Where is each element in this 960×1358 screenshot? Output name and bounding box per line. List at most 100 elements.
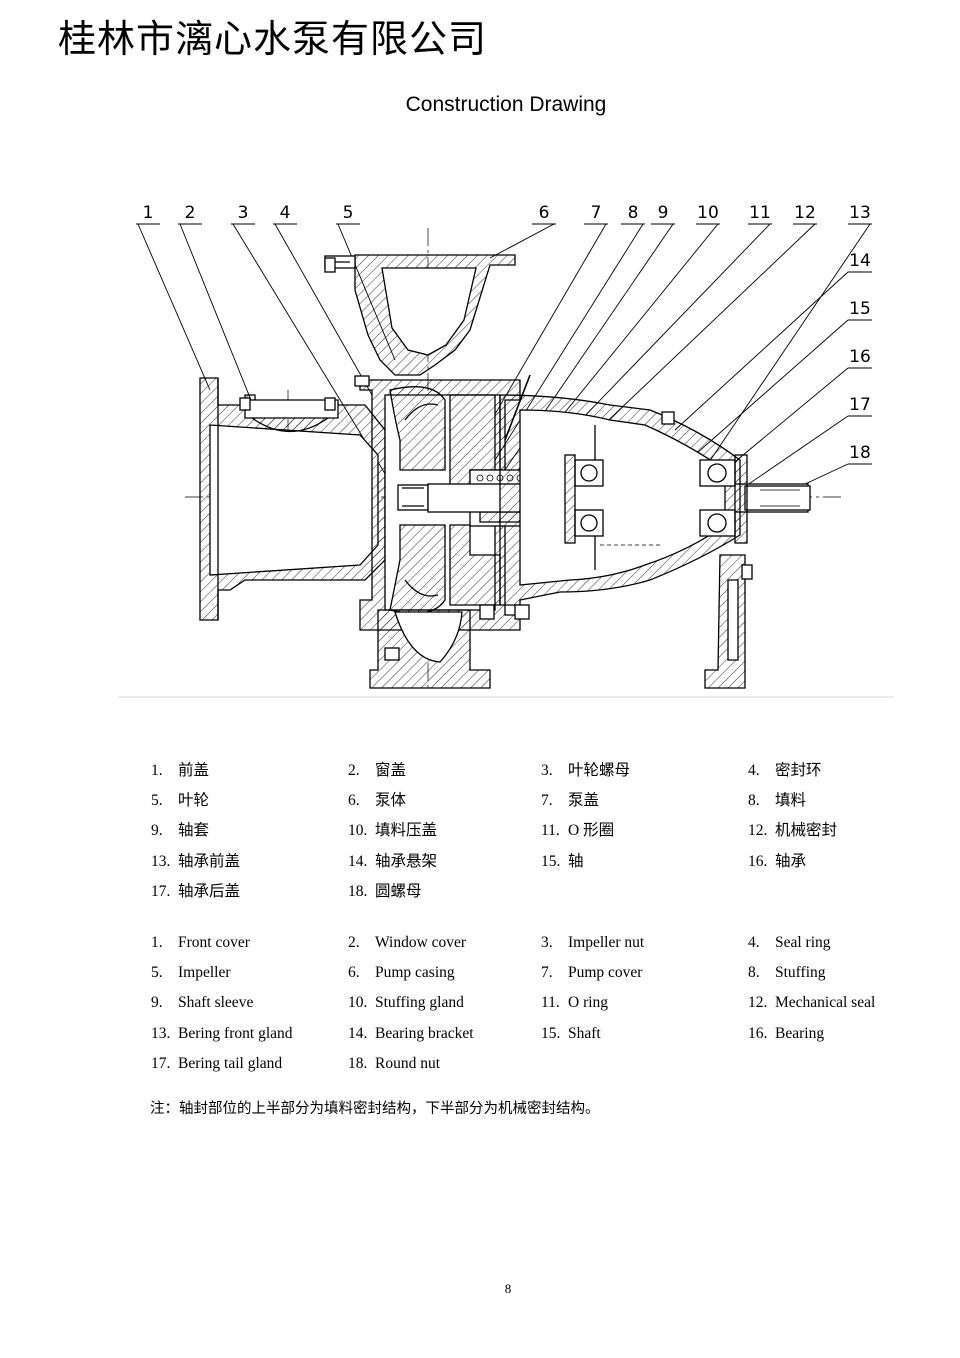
callout-18: 18 <box>849 443 871 463</box>
legend-cn-item-14: 14. 轴承悬架 <box>348 853 437 871</box>
callout-11: 11 <box>749 203 771 223</box>
legend-number: 11. <box>541 994 560 1012</box>
legend-en-item-5: 5.Impeller <box>151 964 231 982</box>
legend-en-item-7: 7.Pump cover <box>541 964 642 982</box>
legend-en-item-14: 14. Bearing bracket <box>348 1025 474 1043</box>
callout-7: 7 <box>591 203 602 223</box>
legend-number: 15. <box>541 852 561 870</box>
legend-number: 13. <box>151 852 171 870</box>
callout-15: 15 <box>849 299 871 319</box>
legend-en-item-15: 15.Shaft <box>541 1025 601 1043</box>
legend-text: Seal ring <box>775 934 831 951</box>
legend-en-item-17: 17. Bering tail gland <box>151 1055 282 1073</box>
legend-text: Stuffing gland <box>375 994 464 1012</box>
callout-10: 10 <box>697 203 719 223</box>
legend-text: 圆螺母 <box>375 882 422 900</box>
note: 注：轴封部位的上半部分为填料密封结构，下半部分为机械密封结构。 <box>150 1101 600 1117</box>
legend-text: O 形圈 <box>568 822 615 840</box>
legend-text: Shaft sleeve <box>178 994 254 1012</box>
leader-line-2 <box>178 223 256 411</box>
legend-number: 4. <box>748 934 760 951</box>
legend-cn-item-11: 11. O 形圈 <box>541 822 614 840</box>
legend-text: 填料 <box>775 792 807 810</box>
leader-line-14 <box>674 271 872 431</box>
leader-line-4 <box>273 223 373 396</box>
leader-line-1 <box>136 223 211 391</box>
legend-en-item-2: 2.Window cover <box>348 934 466 952</box>
legend-text: 窗盖 <box>375 762 407 779</box>
legend-text: 轴承 <box>775 852 807 870</box>
legend-number: 1. <box>151 934 163 951</box>
legend-text: Impeller nut <box>568 934 645 951</box>
legend-text: Window cover <box>375 934 467 951</box>
legend-en-item-1: 1. Front cover <box>151 934 250 952</box>
callout-12: 12 <box>794 203 816 223</box>
callout-5: 5 <box>343 203 354 223</box>
legend-number: 3. <box>541 934 553 951</box>
legend-text: 机械密封 <box>775 822 838 840</box>
legend-number: 2. <box>348 762 360 779</box>
callout-14: 14 <box>849 251 871 271</box>
legend-number: 13. <box>151 1024 171 1042</box>
legend-text: Mechanical seal <box>775 994 876 1012</box>
callout-6: 6 <box>539 203 550 223</box>
leader-line-6 <box>489 223 556 259</box>
legend-cn-item-17: 17. 轴承后盖 <box>151 883 240 901</box>
legend-number: 10. <box>348 822 368 840</box>
legend-number: 8. <box>748 792 760 810</box>
legend-cn-item-13: 13.轴承前盖 <box>151 853 240 871</box>
legend-en-item-8: 8.Stuffing <box>748 964 826 982</box>
legend-number: 10. <box>348 994 368 1012</box>
legend-en-item-9: 9. Shaft sleeve <box>151 994 253 1012</box>
drawing-title: Construction Drawing <box>405 93 607 116</box>
legend-en-item-10: 10. Stuffing gland <box>348 994 464 1012</box>
legend-text: Front cover <box>178 934 250 951</box>
legend-number: 9. <box>151 994 163 1012</box>
legend-cn-item-4: 4. 密封环 <box>748 762 822 780</box>
legend-text: 轴承后盖 <box>178 882 241 900</box>
legend-number: 17. <box>151 882 171 900</box>
legend-text: 叶轮螺母 <box>568 762 631 779</box>
legend-cn-item-10: 10.填料压盖 <box>348 822 437 840</box>
legend-en-item-13: 13.Bering front gland <box>151 1025 293 1043</box>
legend-cn-item-18: 18.圆螺母 <box>348 883 422 901</box>
legend-cn-item-16: 16. 轴承 <box>748 853 806 871</box>
legend-cn-item-2: 2. 窗盖 <box>348 762 406 780</box>
legend-text: 轴承悬架 <box>375 852 438 870</box>
callout-17: 17 <box>849 395 871 415</box>
legend-number: 6. <box>348 792 360 810</box>
legend-number: 5. <box>151 964 163 982</box>
legend-number: 4. <box>748 762 760 779</box>
legend-number: 11. <box>541 822 560 840</box>
legend-en-item-18: 18.Round nut <box>348 1055 440 1073</box>
legend-number: 7. <box>541 792 553 810</box>
legend-number: 17. <box>151 1054 171 1072</box>
legend-number: 12. <box>748 822 768 840</box>
legend-number: 3. <box>541 762 553 779</box>
legend-cn-item-1: 1.前盖 <box>151 762 209 780</box>
legend-en-item-11: 11. O ring <box>541 994 608 1012</box>
legend-number: 16. <box>748 852 768 870</box>
legend-text: Pump casing <box>375 964 455 982</box>
legend-number: 14. <box>348 852 368 870</box>
leader-line-13 <box>704 223 872 469</box>
legend-number: 16. <box>748 1024 768 1042</box>
callout-8: 8 <box>628 203 639 223</box>
legend-text: 密封环 <box>775 762 822 779</box>
legend-number: 1. <box>151 762 163 779</box>
legend-text: O ring <box>568 994 609 1012</box>
legend-number: 8. <box>748 964 760 982</box>
legend-number: 14. <box>348 1024 368 1042</box>
legend-text: 叶轮 <box>178 792 210 810</box>
legend-en-item-3: 3. Impeller nut <box>541 934 644 952</box>
legend-cn-item-8: 8. 填料 <box>748 792 806 810</box>
legend-text: Bearing <box>775 1024 825 1042</box>
legend-number: 7. <box>541 964 553 982</box>
leader-line-17 <box>739 415 872 491</box>
legend-text: Bearing bracket <box>375 1024 474 1042</box>
legend-text: Bering tail gland <box>178 1054 283 1072</box>
callout-3: 3 <box>238 203 249 223</box>
legend-cn-item-15: 15.轴 <box>541 853 584 871</box>
